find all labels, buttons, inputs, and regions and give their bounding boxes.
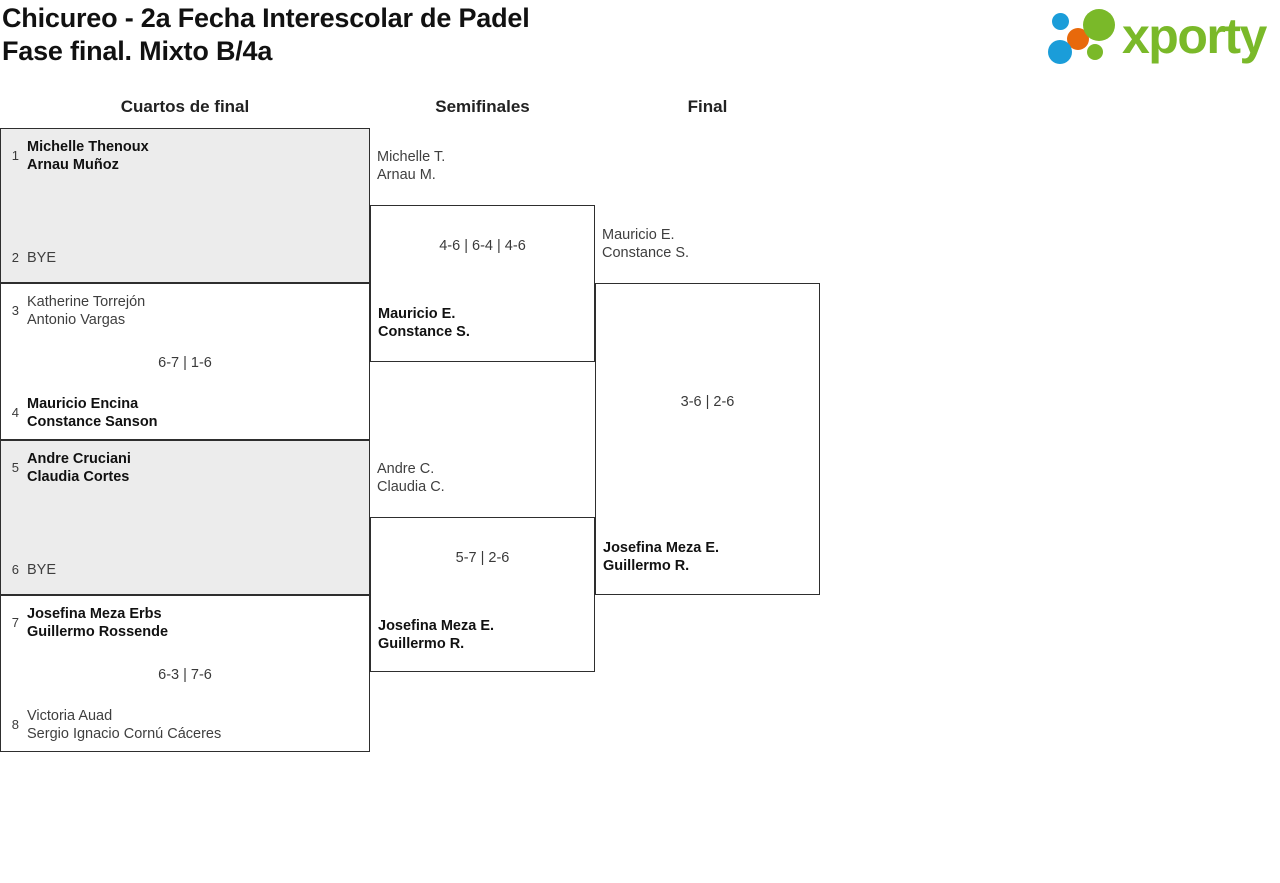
player-name-1: Andre Cruciani bbox=[27, 451, 131, 467]
player-name-2: Constance S. bbox=[602, 245, 690, 261]
qf-match-4-top-team[interactable]: 7 Josefina Meza Erbs Guillermo Rossende bbox=[1, 605, 369, 641]
round-header-semifinals: Semifinales bbox=[435, 97, 530, 116]
team-names: Victoria Auad Sergio Ignacio Cornú Cácer… bbox=[27, 707, 221, 743]
sf-match-2-score: 5-7 | 2-6 bbox=[455, 550, 510, 566]
team-names: Mauricio Encina Constance Sanson bbox=[27, 395, 158, 431]
qf-match-2-top-team[interactable]: 3 Katherine Torrejón Antonio Vargas bbox=[1, 293, 369, 329]
qf-match-3[interactable]: 5 Andre Cruciani Claudia Cortes 6 BYE bbox=[0, 440, 370, 595]
player-name-2: Guillermo R. bbox=[378, 636, 465, 652]
seed-number: 4 bbox=[11, 405, 19, 420]
team-names: Josefina Meza Erbs Guillermo Rossende bbox=[27, 605, 168, 641]
qf-match-4[interactable]: 7 Josefina Meza Erbs Guillermo Rossende … bbox=[0, 595, 370, 752]
logo-dot-green-large bbox=[1083, 9, 1115, 41]
team-names: Katherine Torrejón Antonio Vargas bbox=[27, 293, 145, 329]
final-bottom-team[interactable]: Josefina Meza E. Guillermo R. bbox=[603, 539, 719, 575]
player-name-1: Josefina Meza E. bbox=[603, 540, 720, 556]
qf-match-2[interactable]: 3 Katherine Torrejón Antonio Vargas 6-7 … bbox=[0, 283, 370, 440]
logo-dot-orange bbox=[1067, 28, 1089, 50]
player-name-2: Constance S. bbox=[378, 324, 470, 340]
round-header-quarterfinals: Cuartos de final bbox=[120, 97, 250, 116]
sf-match-2[interactable]: 5-7 | 2-6 Josefina Meza E. Guillermo R. bbox=[370, 517, 595, 672]
title-line-2: Fase final. Mixto B/4a bbox=[2, 36, 273, 66]
team-names: Michelle Thenoux Arnau Muñoz bbox=[27, 138, 149, 174]
xporty-logo[interactable]: xporty bbox=[1048, 6, 1276, 66]
player-name-2: Guillermo R. bbox=[603, 558, 690, 574]
logo-dot-blue-large bbox=[1048, 40, 1072, 64]
sf-match-1-score: 4-6 | 6-4 | 4-6 bbox=[439, 238, 526, 254]
sf-match-1-top-team[interactable]: Michelle T. Arnau M. bbox=[377, 148, 445, 184]
seed-number: 5 bbox=[11, 460, 19, 475]
qf-match-4-bottom-team[interactable]: 8 Victoria Auad Sergio Ignacio Cornú Các… bbox=[1, 707, 369, 743]
seed-number: 1 bbox=[11, 148, 19, 163]
seed-number: 7 bbox=[11, 615, 19, 630]
player-name-1: Mauricio Encina bbox=[27, 396, 139, 412]
seed-number: 8 bbox=[11, 717, 19, 732]
player-name-2: Claudia C. bbox=[377, 479, 445, 495]
qf-match-3-bottom-team[interactable]: 6 BYE bbox=[1, 561, 369, 579]
final-match[interactable]: 3-6 | 2-6 Josefina Meza E. Guillermo R. bbox=[595, 283, 820, 595]
player-name-1: Josefina Meza E. bbox=[378, 618, 495, 634]
qf-match-3-top-team[interactable]: 5 Andre Cruciani Claudia Cortes bbox=[1, 450, 369, 486]
logo-dot-blue-small bbox=[1052, 13, 1069, 30]
seed-number: 3 bbox=[11, 303, 19, 318]
sf-match-2-bottom-team[interactable]: Josefina Meza E. Guillermo R. bbox=[378, 617, 494, 653]
player-name-1: Katherine Torrejón bbox=[27, 294, 146, 310]
player-name-1: Andre C. bbox=[377, 461, 435, 477]
player-name-1: Mauricio E. bbox=[602, 227, 675, 243]
qf-match-1[interactable]: 1 Michelle Thenoux Arnau Muñoz 2 BYE bbox=[0, 128, 370, 283]
qf-match-1-top-team[interactable]: 1 Michelle Thenoux Arnau Muñoz bbox=[1, 138, 369, 174]
bye-label: BYE bbox=[27, 562, 57, 578]
sf-match-1[interactable]: 4-6 | 6-4 | 4-6 Mauricio E. Constance S. bbox=[370, 205, 595, 362]
player-name-2: Antonio Vargas bbox=[27, 312, 126, 328]
logo-wordmark: xporty bbox=[1122, 8, 1267, 64]
page-title: Chicureo - 2a Fecha Interescolar de Pade… bbox=[0, 0, 900, 68]
logo-dot-green-small bbox=[1087, 44, 1103, 60]
player-name-2: Arnau M. bbox=[377, 167, 436, 183]
player-name-1: Michelle Thenoux bbox=[27, 139, 149, 155]
title-line-1: Chicureo - 2a Fecha Interescolar de Pade… bbox=[2, 3, 530, 33]
player-name-1: Michelle T. bbox=[377, 149, 446, 165]
qf-match-4-score: 6-3 | 7-6 bbox=[158, 667, 212, 683]
qf-match-1-bottom-team[interactable]: 2 BYE bbox=[1, 249, 369, 267]
player-name-1: Victoria Auad bbox=[27, 708, 113, 724]
player-name-2: Claudia Cortes bbox=[27, 469, 130, 485]
seed-number: 6 bbox=[11, 562, 19, 577]
player-name-2: Guillermo Rossende bbox=[27, 624, 169, 640]
final-score: 3-6 | 2-6 bbox=[680, 394, 735, 410]
player-name-1: Mauricio E. bbox=[378, 306, 456, 322]
logo-dots-icon bbox=[1048, 6, 1126, 64]
player-name-1: Josefina Meza Erbs bbox=[27, 606, 162, 622]
sf-match-2-top-team[interactable]: Andre C. Claudia C. bbox=[377, 460, 445, 496]
seed-number: 2 bbox=[11, 250, 19, 265]
bye-label: BYE bbox=[27, 250, 57, 266]
qf-match-2-score: 6-7 | 1-6 bbox=[158, 355, 212, 371]
round-header-final: Final bbox=[687, 97, 728, 116]
final-top-team[interactable]: Mauricio E. Constance S. bbox=[602, 226, 689, 262]
player-name-2: Sergio Ignacio Cornú Cáceres bbox=[27, 726, 222, 742]
player-name-2: Arnau Muñoz bbox=[27, 157, 119, 173]
qf-match-2-bottom-team[interactable]: 4 Mauricio Encina Constance Sanson bbox=[1, 395, 369, 431]
player-name-2: Constance Sanson bbox=[27, 414, 158, 430]
team-names: Andre Cruciani Claudia Cortes bbox=[27, 450, 131, 486]
sf-match-1-bottom-team[interactable]: Mauricio E. Constance S. bbox=[378, 305, 470, 341]
